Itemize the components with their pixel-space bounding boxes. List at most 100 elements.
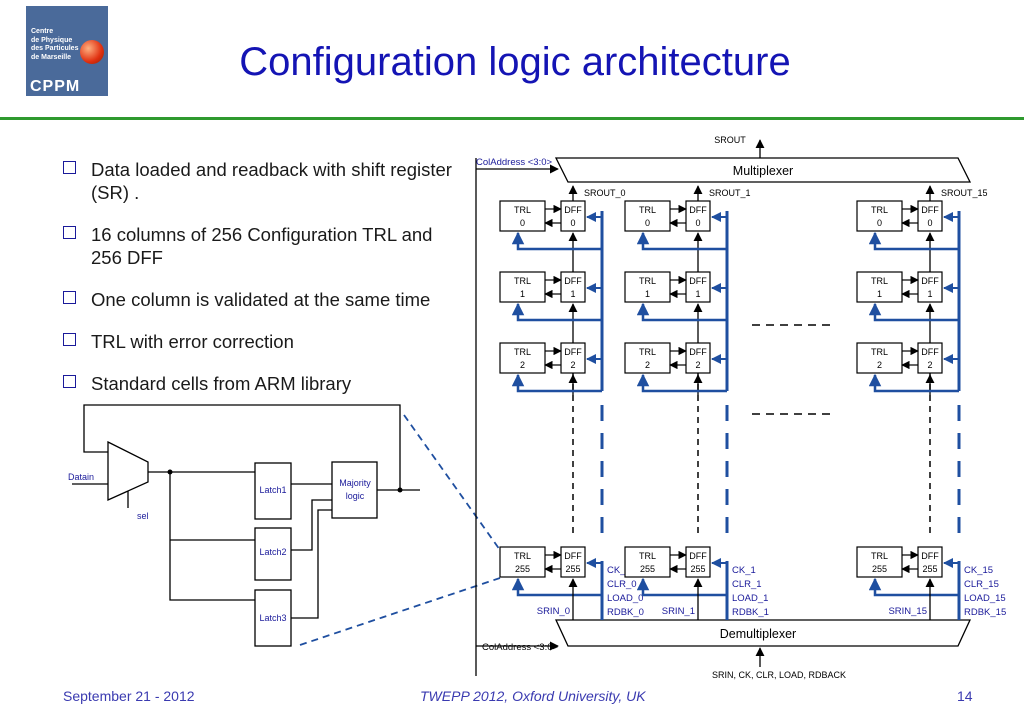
control-signal-label: CK_1 bbox=[732, 565, 756, 576]
srout-column-label: SROUT_0 bbox=[584, 188, 626, 198]
srin-column-label: SRIN_1 bbox=[662, 606, 695, 617]
title-rule bbox=[0, 117, 1024, 120]
checkbox-bullet-icon bbox=[63, 161, 76, 174]
control-signal-label: CK_0 bbox=[607, 565, 631, 576]
trl-label: TRL bbox=[514, 347, 531, 357]
trl-box bbox=[856, 546, 903, 578]
dff-box bbox=[685, 200, 711, 232]
trl-index: 2 bbox=[520, 360, 525, 370]
control-feed bbox=[868, 302, 959, 322]
logo-ball-icon bbox=[80, 40, 104, 64]
trl-index: 1 bbox=[645, 289, 650, 299]
trl-label: TRL bbox=[871, 205, 888, 215]
dff-index: 2 bbox=[695, 360, 700, 370]
control-feed bbox=[636, 302, 727, 322]
trl-label: TRL bbox=[514, 551, 531, 561]
dff-index: 0 bbox=[927, 218, 932, 228]
tmr-circuit bbox=[72, 404, 420, 647]
bullet-item: Data loaded and readback with shift regi… bbox=[63, 158, 463, 204]
checkbox-bullet-icon bbox=[63, 375, 76, 388]
bullet-item: 16 columns of 256 Configuration TRL and … bbox=[63, 223, 463, 269]
dff-box bbox=[560, 342, 586, 374]
trl-box bbox=[499, 342, 546, 374]
srin-bottom-label: SRIN, CK, CLR, LOAD, RDBACK bbox=[712, 670, 846, 680]
trl-label: TRL bbox=[514, 205, 531, 215]
trl-box bbox=[624, 271, 671, 303]
dff-label: DFF bbox=[564, 205, 582, 215]
bullet-item: TRL with error correction bbox=[63, 330, 463, 353]
trl-index: 1 bbox=[877, 289, 882, 299]
trl-box bbox=[499, 271, 546, 303]
dff-label: DFF bbox=[921, 551, 939, 561]
checkbox-bullet-icon bbox=[63, 291, 76, 304]
slide-title: Configuration logic architecture bbox=[239, 40, 791, 84]
trl-label: TRL bbox=[639, 347, 656, 357]
sel-label: sel bbox=[137, 511, 149, 521]
dff-box bbox=[917, 200, 943, 232]
control-signal-label: CLR_1 bbox=[732, 579, 762, 590]
srout-column-label: SROUT_15 bbox=[941, 188, 988, 198]
footer-page: 14 bbox=[957, 688, 973, 704]
control-feed bbox=[511, 577, 602, 597]
dff-label: DFF bbox=[689, 276, 707, 286]
dff-box bbox=[560, 200, 586, 232]
logo-acronym: CPPM bbox=[30, 78, 81, 95]
control-signal-label: RDBK_0 bbox=[607, 607, 644, 618]
control-feed bbox=[636, 373, 727, 393]
coladdress-bottom-label: ColAddress <3:0> bbox=[482, 642, 558, 653]
dff-label: DFF bbox=[564, 276, 582, 286]
trl-box bbox=[624, 546, 671, 578]
latch3-label: Latch3 bbox=[259, 613, 286, 623]
control-feed bbox=[636, 231, 727, 251]
trl-label: TRL bbox=[514, 276, 531, 286]
dff-label: DFF bbox=[689, 205, 707, 215]
dff-box bbox=[917, 342, 943, 374]
dff-box bbox=[560, 271, 586, 303]
bullet-text: Data loaded and readback with shift regi… bbox=[91, 159, 452, 203]
dff-index: 255 bbox=[565, 564, 580, 574]
control-feed bbox=[868, 231, 959, 251]
junction-dot bbox=[397, 487, 403, 493]
latch2-label: Latch2 bbox=[259, 547, 286, 557]
trl-label: TRL bbox=[639, 276, 656, 286]
trl-box bbox=[856, 342, 903, 374]
dff-index: 1 bbox=[570, 289, 575, 299]
majority-logic-label: logic bbox=[346, 491, 365, 501]
zoom-line bbox=[299, 577, 501, 646]
mux-demux bbox=[475, 139, 972, 676]
bullet-text: One column is validated at the same time bbox=[91, 289, 431, 310]
control-signal-label: RDBK_15 bbox=[964, 607, 1006, 618]
bullet-text: TRL with error correction bbox=[91, 331, 294, 352]
control-feed bbox=[868, 577, 959, 597]
checkbox-bullet-icon bbox=[63, 226, 76, 239]
trl-box bbox=[856, 200, 903, 232]
trl-label: TRL bbox=[871, 347, 888, 357]
trl-index: 0 bbox=[645, 218, 650, 228]
footer-date: September 21 - 2012 bbox=[63, 688, 195, 704]
dff-index: 2 bbox=[570, 360, 575, 370]
dff-box bbox=[685, 271, 711, 303]
checkbox-bullet-icon bbox=[63, 333, 76, 346]
dff-label: DFF bbox=[921, 347, 939, 357]
trl-box bbox=[624, 200, 671, 232]
trl-index: 255 bbox=[640, 564, 655, 574]
srin-column-label: SRIN_15 bbox=[888, 606, 927, 617]
column-grid: SROUT_0TRL0DFF0TRL1DFF1TRL2DFF2TRL255DFF… bbox=[499, 185, 1006, 620]
dff-label: DFF bbox=[564, 551, 582, 561]
dff-index: 0 bbox=[570, 218, 575, 228]
footer-venue: TWEPP 2012, Oxford University, UK bbox=[420, 688, 646, 704]
cppm-logo: Centre de Physique des Particules de Mar… bbox=[26, 6, 108, 96]
srout-label: SROUT bbox=[714, 135, 746, 145]
majority-label: Majority bbox=[339, 478, 371, 488]
control-signal-label: LOAD_1 bbox=[732, 593, 768, 604]
bullet-text: Standard cells from ARM library bbox=[91, 373, 352, 394]
dff-box bbox=[917, 271, 943, 303]
srin-column-label: SRIN_0 bbox=[537, 606, 570, 617]
trl-label: TRL bbox=[871, 276, 888, 286]
trl-index: 255 bbox=[872, 564, 887, 574]
dff-label: DFF bbox=[689, 551, 707, 561]
bullet-item: One column is validated at the same time bbox=[63, 288, 463, 311]
trl-index: 1 bbox=[520, 289, 525, 299]
control-signal-label: CLR_15 bbox=[964, 579, 999, 590]
